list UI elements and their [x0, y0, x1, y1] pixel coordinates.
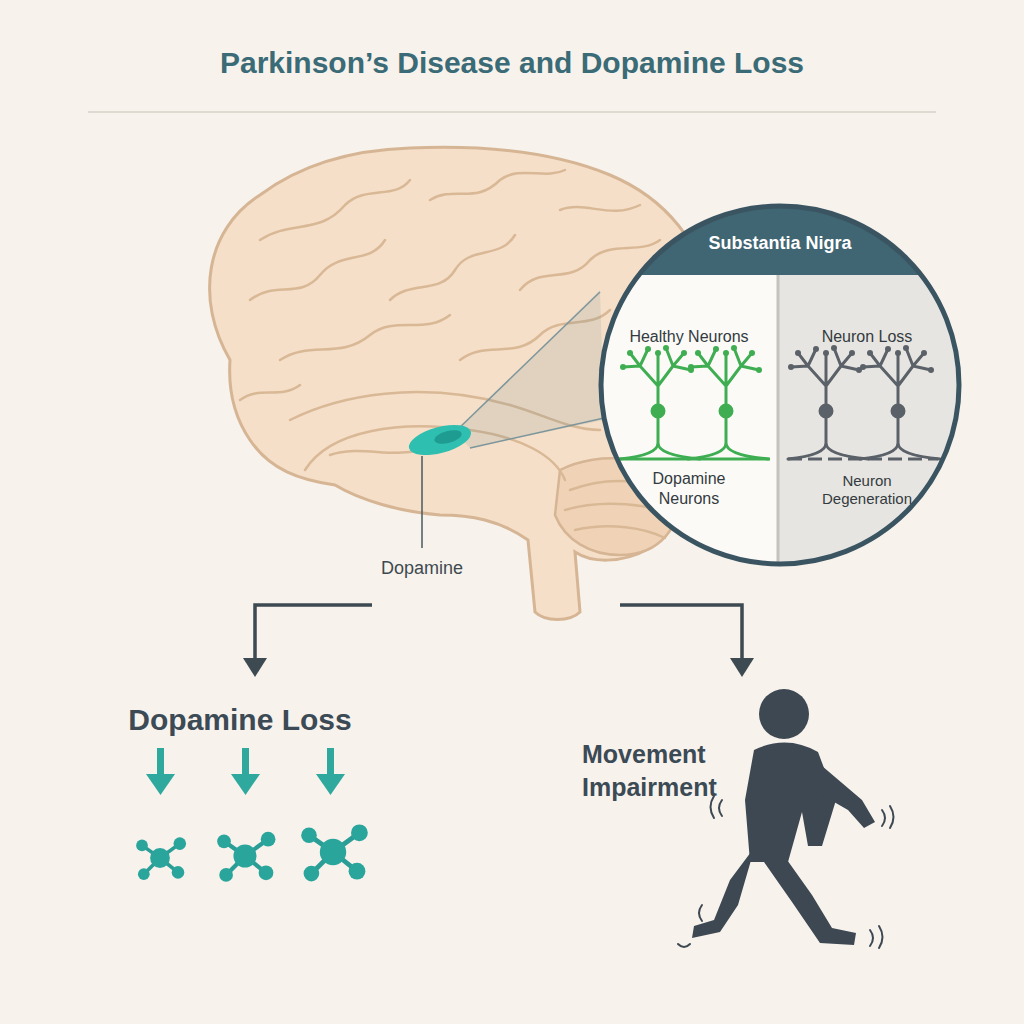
panel-heading: Neuron Loss — [822, 327, 913, 347]
panel-caption: Neuron Degeneration — [813, 472, 921, 510]
inset-outline — [601, 206, 959, 564]
substantia-nigra-highlight — [406, 419, 475, 461]
panel-heading: Healthy Neurons — [629, 327, 748, 347]
title: Parkinson’s Disease and Dopamine Loss — [220, 46, 804, 80]
healthy-neuron — [620, 345, 700, 459]
effect-heading: Dopamine Loss — [128, 700, 351, 739]
leader-line — [421, 456, 423, 548]
inset-header-band — [598, 203, 962, 275]
flow-arrow — [620, 605, 742, 660]
walking-figure — [678, 689, 894, 948]
loss-panel — [778, 275, 962, 567]
inset-content — [598, 203, 962, 567]
title-rule — [88, 111, 936, 113]
axon-line — [788, 458, 938, 461]
inset-circle — [598, 203, 962, 567]
inset-heading: Substantia Nigra — [598, 232, 962, 255]
flow-arrow — [255, 605, 372, 660]
neuron-panel: Neuron LossNeuron Degeneration — [782, 327, 952, 509]
effect-heading: Movement Impairment — [582, 738, 732, 803]
healthy-neuron — [688, 345, 768, 459]
substantia-nigra-core — [433, 428, 463, 447]
arrowhead — [243, 658, 267, 677]
zoom-wedge — [455, 290, 604, 448]
axon-line — [618, 458, 770, 461]
degenerated-neuron — [860, 345, 940, 459]
neuron-panel: Healthy NeuronsDopamine Neurons — [608, 327, 770, 509]
dopamine-molecules — [136, 824, 368, 881]
zoom-line — [470, 418, 604, 448]
arrowhead — [730, 658, 754, 677]
down-arrows — [146, 748, 345, 795]
panel-divider — [777, 275, 780, 567]
flow-arrows — [243, 605, 754, 677]
inset-circle-node: Substantia NigraHealthy NeuronsDopamine … — [598, 203, 962, 567]
inset-ground — [598, 203, 962, 567]
zoom-line — [455, 292, 600, 432]
structure-label: Dopamine — [381, 557, 463, 580]
degenerated-neuron — [788, 345, 868, 459]
panel-caption: Dopamine Neurons — [641, 469, 737, 509]
